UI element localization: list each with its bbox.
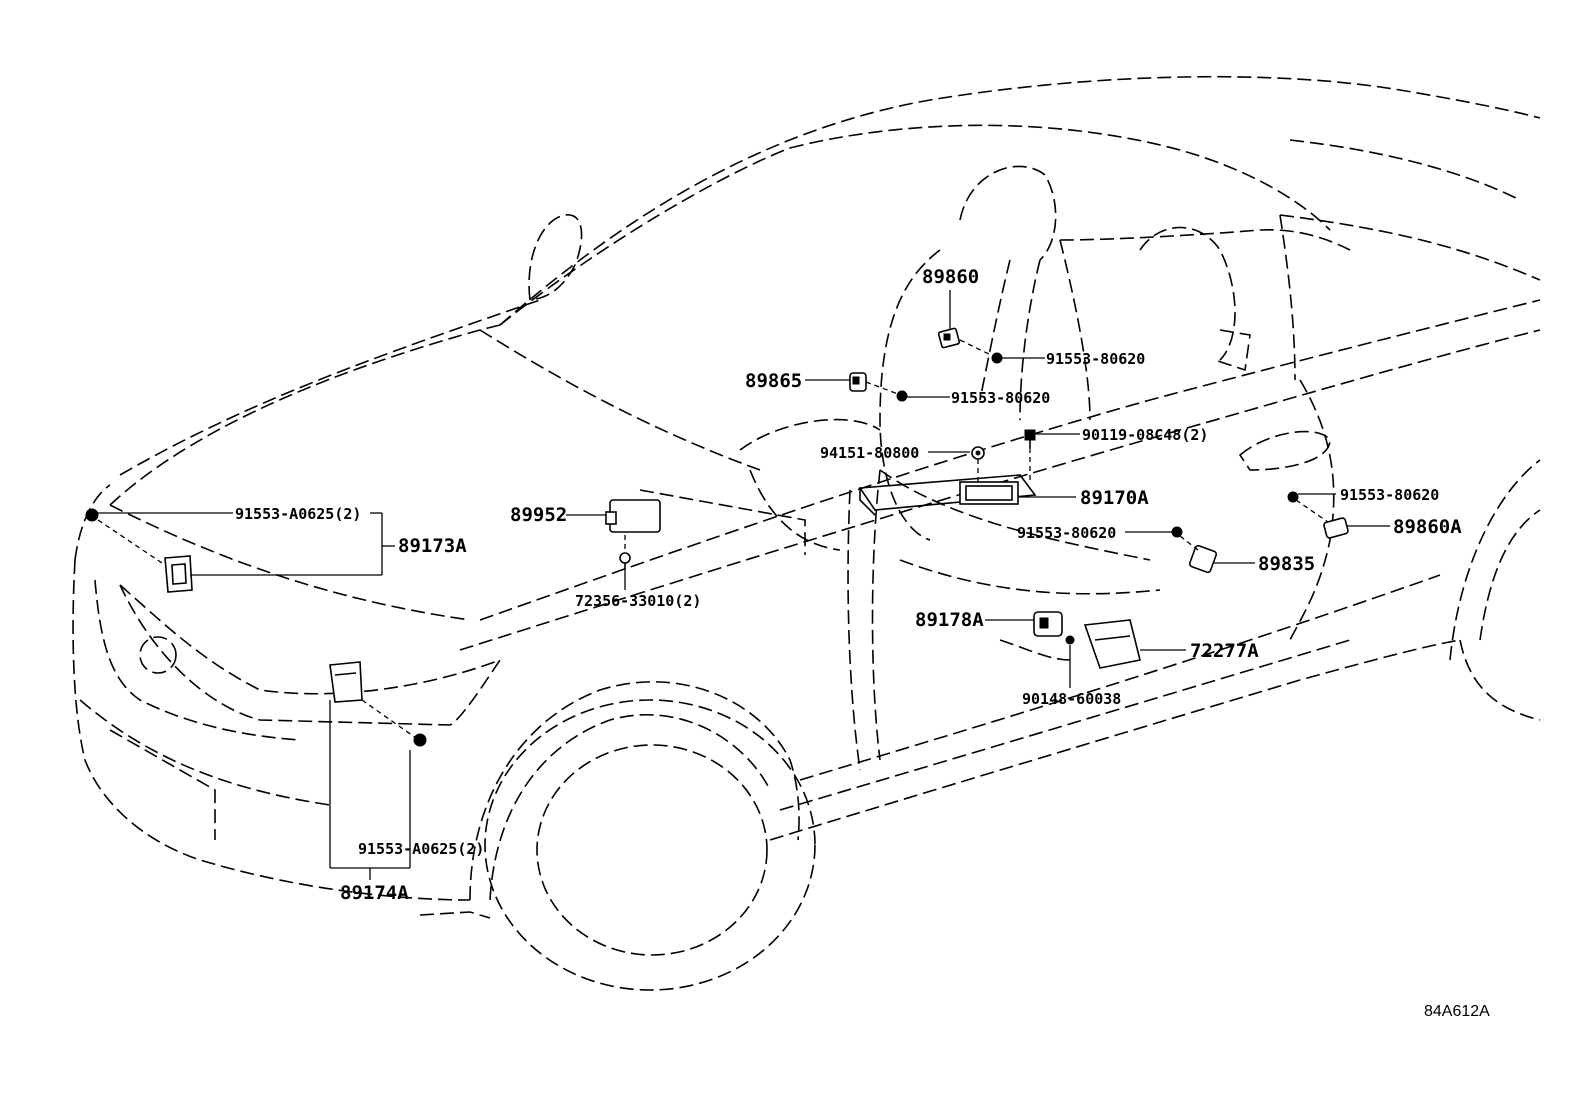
bolt-91553-a0625-b [413, 733, 427, 747]
bolt-91553-80620-b [896, 390, 908, 402]
part-labels: 89860 91553-80620 89865 91553-80620 9011… [235, 266, 1490, 1020]
sensor-89860 [937, 327, 961, 349]
label-94151-80800: 94151-80800 [820, 444, 919, 462]
label-91553-80620-a: 91553-80620 [1046, 350, 1145, 368]
nut-94151-80800 [971, 446, 985, 460]
label-89170a: 89170A [1080, 487, 1149, 509]
bolt-91553-80620-d [1287, 491, 1299, 503]
bolt-90119-08c48 [1024, 429, 1036, 448]
leader-lines [97, 290, 1390, 880]
sensor-89860a [1323, 517, 1349, 539]
sensor-89865 [849, 372, 867, 392]
label-91553-80620-c: 91553-80620 [1017, 524, 1116, 542]
center-console [858, 474, 1037, 516]
label-72277a: 72277A [1190, 640, 1259, 662]
label-89860: 89860 [922, 266, 979, 288]
sensor-89178a [1033, 611, 1063, 637]
drawing-code: 84A612A [1424, 1003, 1490, 1020]
bracket-89174a [329, 661, 363, 703]
label-91553-a0625-b: 91553-A0625(2) [358, 840, 484, 858]
clip-72356-33010 [619, 552, 631, 570]
label-89952: 89952 [510, 504, 567, 526]
airbag-module-89170a [959, 481, 1019, 505]
label-89865: 89865 [745, 370, 802, 392]
label-89174a: 89174A [340, 882, 409, 904]
car-body-outline [72, 75, 1541, 991]
label-91553-80620-d: 91553-80620 [1340, 486, 1439, 504]
label-91553-80620-b: 91553-80620 [951, 389, 1050, 407]
label-89173a: 89173A [398, 535, 467, 557]
label-89835: 89835 [1258, 553, 1315, 575]
label-90148-60038: 90148-60038 [1022, 690, 1121, 708]
bolt-91553-80620-c [1171, 526, 1183, 538]
label-89178a: 89178A [915, 609, 984, 631]
label-72356-33010: 72356-33010(2) [575, 592, 701, 610]
bracket-89173a [164, 555, 193, 593]
sensor-89835 [1188, 544, 1218, 574]
label-89860a: 89860A [1393, 516, 1462, 538]
bolt-91553-a0625-a [85, 508, 99, 522]
sensor-89952 [605, 499, 661, 533]
bolt-90148-60038 [1065, 635, 1075, 645]
label-90119-08c48: 90119-08C48(2) [1082, 426, 1208, 444]
bracket-72277a [1083, 619, 1141, 669]
label-91553-a0625-a: 91553-A0625(2) [235, 505, 361, 523]
